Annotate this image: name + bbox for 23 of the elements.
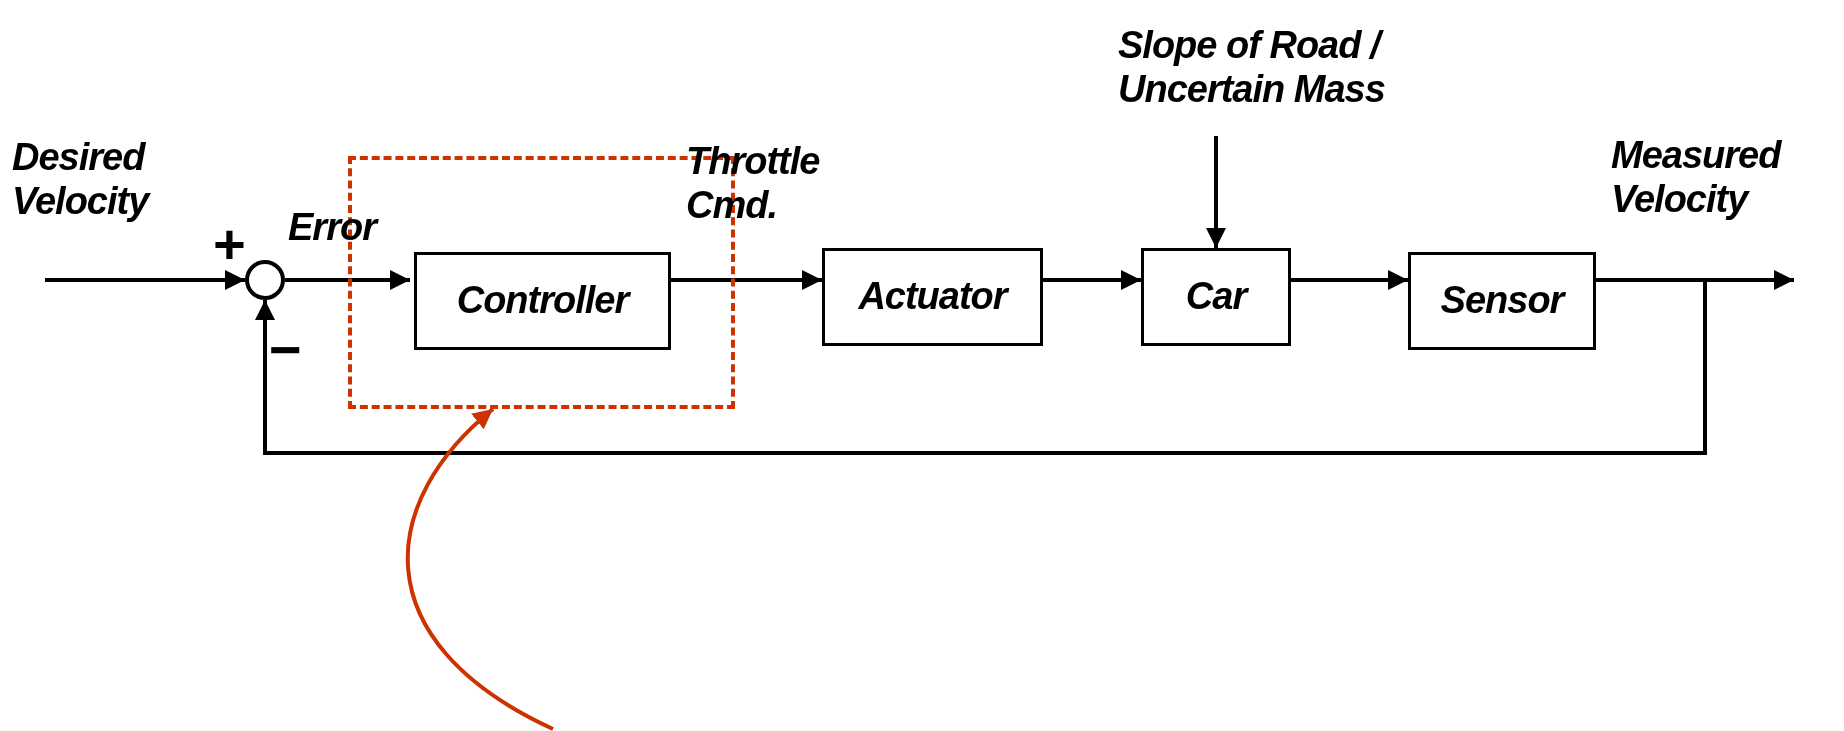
block-box [822, 248, 1043, 346]
block-box [1408, 252, 1596, 350]
signal-label: Error [288, 206, 408, 250]
signal-arrow [45, 270, 245, 290]
signal-label: Desired Velocity [12, 136, 152, 224]
block-label: Car [1185, 275, 1247, 319]
signal-arrow [255, 278, 1707, 455]
signal-arrow [1206, 136, 1226, 248]
signal-arrow [1291, 270, 1408, 290]
block-label: Sensor [1440, 279, 1564, 323]
block-label: Slope of Road / Uncertain Mass [1118, 24, 1386, 112]
signal-label: − [268, 318, 301, 383]
signal-label: + [212, 212, 245, 277]
signal-arrow [1043, 270, 1141, 290]
block-box [1141, 248, 1291, 346]
signal-label: Measured Velocity [1611, 134, 1783, 222]
block-label: Controller [456, 279, 629, 323]
pointer-arrow [406, 407, 554, 731]
block-label: Actuator [858, 275, 1007, 319]
summing-junction [245, 260, 285, 300]
signal-label: Throttle Cmd. [686, 140, 821, 228]
signal-arrow [285, 270, 410, 290]
block-box [414, 252, 671, 350]
